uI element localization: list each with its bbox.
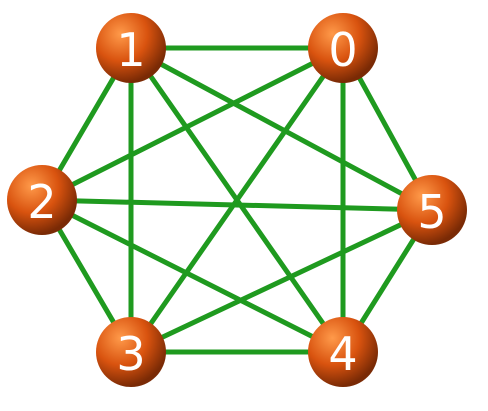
- edge-0-2: [39, 45, 346, 203]
- node-circle-1: [96, 13, 166, 83]
- node-3: 3: [96, 317, 166, 387]
- edge-2-5: [39, 197, 435, 213]
- node-circle-5: [397, 175, 467, 245]
- node-circle-2: [7, 165, 77, 235]
- node-label-3: 3: [116, 327, 145, 381]
- node-0: 0: [308, 13, 378, 83]
- node-label-0: 0: [328, 23, 357, 77]
- node-label-4: 4: [328, 327, 357, 381]
- edges-layer: [39, 45, 435, 355]
- node-2: 2: [7, 165, 77, 235]
- node-circle-0: [308, 13, 378, 83]
- node-4: 4: [308, 317, 378, 387]
- edge-2-4: [39, 197, 346, 355]
- node-circle-3: [96, 317, 166, 387]
- edge-1-4: [128, 45, 346, 355]
- node-label-1: 1: [116, 23, 145, 77]
- edge-1-5: [128, 45, 435, 213]
- node-1: 1: [96, 13, 166, 83]
- node-circle-4: [308, 317, 378, 387]
- nodes-layer: 0 1 2 3 4 5: [7, 13, 467, 387]
- node-5: 5: [397, 175, 467, 245]
- node-label-2: 2: [27, 175, 56, 229]
- edge-3-5: [128, 207, 435, 355]
- node-label-5: 5: [417, 185, 446, 239]
